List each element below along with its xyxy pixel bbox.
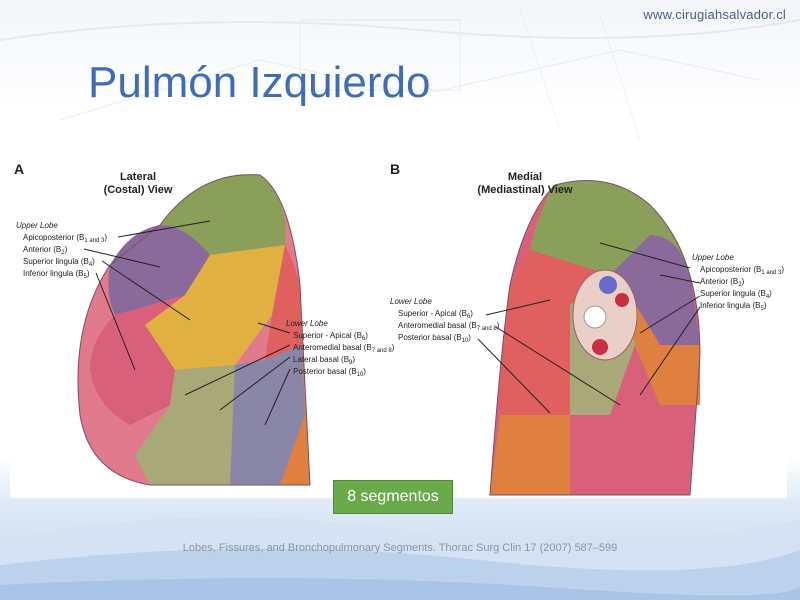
segment-text: Superior lingula (B: [23, 257, 89, 266]
panel-a-lower-segment-2: Anteromedial basal (B7 and 8): [293, 343, 394, 354]
segment-sub: 10: [461, 338, 469, 344]
panel-a-upper-segment-4: Inferior lingula (B5): [23, 269, 90, 280]
lung-figure: A Lateral (Costal) View Upper Lobe Apico…: [10, 155, 787, 498]
segment-close: ): [763, 301, 767, 310]
panel-b-upper-segment-3: Superior lingula (B4): [700, 289, 772, 300]
panel-b-upper-segment-1: Apicoposterior (B1 and 3): [700, 265, 784, 276]
panel-b-upper-segment-2: Anterior (B2): [700, 277, 744, 288]
citation: Lobes, Fissures, and Bronchopulmonary Se…: [182, 542, 618, 554]
panel-b-lower-segment-3: Posterior basal (B10): [398, 333, 471, 344]
segment-sub: 9: [349, 360, 353, 366]
panel-b-lower-segment-1: Superior - Apical (B6): [398, 309, 473, 320]
segment-text: Posterior basal (B: [398, 333, 462, 342]
segment-count-badge: 8 segmentos: [333, 480, 453, 514]
segment-text: Anteromedial basal (B: [293, 343, 372, 352]
panel-a-upper-segment-3: Superior lingula (B4): [23, 257, 95, 268]
panel-a-lower-segment-3: Lateral basal (B9): [293, 355, 355, 366]
segment-close: ): [468, 333, 471, 342]
panel-a-upper-lobe-label: Upper Lobe: [16, 221, 58, 230]
panel-a-lower-segment-4: Posterior basal (B10): [293, 367, 366, 378]
panel-a-upper-segment-2: Anterior (B2): [23, 245, 67, 256]
segment-text: Inferior lingula (B: [23, 269, 84, 278]
segment-text: Superior - Apical (B: [293, 331, 362, 340]
segment-close: ): [496, 321, 500, 330]
segment-close: ): [363, 367, 366, 376]
segment-sub: 4: [88, 262, 93, 268]
segment-sub: 7 and 8: [476, 326, 497, 332]
panel-b-view-title: Medial (Mediastinal) View: [465, 171, 585, 197]
panel-a-upper-segment-1: Apicoposterior (B1 and 3): [23, 233, 107, 244]
segment-text: Inferior lingula (B: [700, 301, 761, 310]
panel-b-letter: B: [390, 161, 401, 177]
panel-a-lower-segment-1: Superior - Apical (B6): [293, 331, 368, 342]
segment-text: Lateral basal (B: [293, 355, 350, 364]
segment-text: Superior - Apical (B: [398, 309, 467, 318]
segment-text: Apicoposterior (B: [23, 233, 85, 242]
segment-sub: 1 and 3: [761, 270, 782, 276]
segment-close: ): [64, 245, 68, 254]
segment-sub: 2: [61, 250, 65, 256]
hilum: [572, 269, 638, 361]
lateral-lung-drawing: [77, 174, 311, 486]
site-url[interactable]: www.cirugiahsalvador.cl: [643, 7, 786, 22]
segment-text: Anteromedial basal (B: [398, 321, 477, 330]
segment-close: ): [769, 289, 772, 298]
segment-sub: 5: [83, 274, 87, 280]
panel-b-view-line1: Medial: [507, 171, 543, 183]
segment-text: Anterior (B: [23, 245, 62, 254]
panel-a-letter: A: [14, 161, 25, 177]
segment-close: ): [86, 269, 90, 278]
segment-text: Apicoposterior (B: [700, 265, 762, 274]
segment-close: ): [92, 257, 95, 266]
panel-a-view-line2: (Costal) View: [103, 184, 173, 196]
medial-lung-drawing: [477, 180, 701, 496]
panel-a-view-title: Lateral (Costal) View: [88, 171, 188, 197]
segment-close: ): [470, 309, 473, 318]
segment-sub: 7 and 8: [371, 348, 392, 354]
panel-b-lower-segment-2: Anteromedial basal (B7 and 8): [398, 321, 499, 332]
lung-illustration: [77, 174, 701, 496]
segment-sub: 5: [760, 306, 764, 312]
segment-text: Anterior (B: [700, 277, 739, 286]
panel-b-lower-lobe-label: Lower Lobe: [390, 297, 432, 306]
segment-sub: 6: [361, 336, 366, 342]
panel-b-upper-segment-4: Inferior lingula (B5): [700, 301, 767, 312]
panel-a-view-line1: Lateral: [119, 171, 157, 183]
segment-close: ): [741, 277, 745, 286]
segment-close: ): [781, 265, 785, 274]
segment-close: ): [104, 233, 108, 242]
background-sketch: [0, 9, 800, 141]
panel-a-lower-lobe-label: Lower Lobe: [286, 319, 328, 328]
segment-sub: 1 and 3: [84, 238, 105, 244]
slide-title: Pulmón Izquierdo: [88, 58, 431, 107]
background-wave: [0, 517, 800, 600]
segment-text: Posterior basal (B: [293, 367, 357, 376]
segment-close: ): [352, 355, 356, 364]
panel-b-view-line2: (Mediastinal) View: [477, 184, 573, 196]
panel-b-upper-lobe-label: Upper Lobe: [692, 253, 734, 262]
segment-sub: 4: [765, 294, 770, 300]
segment-close: ): [365, 331, 368, 340]
segment-sub: 6: [466, 314, 471, 320]
segment-text: Superior lingula (B: [700, 289, 766, 298]
segment-close: ): [391, 343, 395, 352]
segment-sub: 2: [738, 282, 742, 288]
segment-sub: 10: [356, 372, 364, 378]
